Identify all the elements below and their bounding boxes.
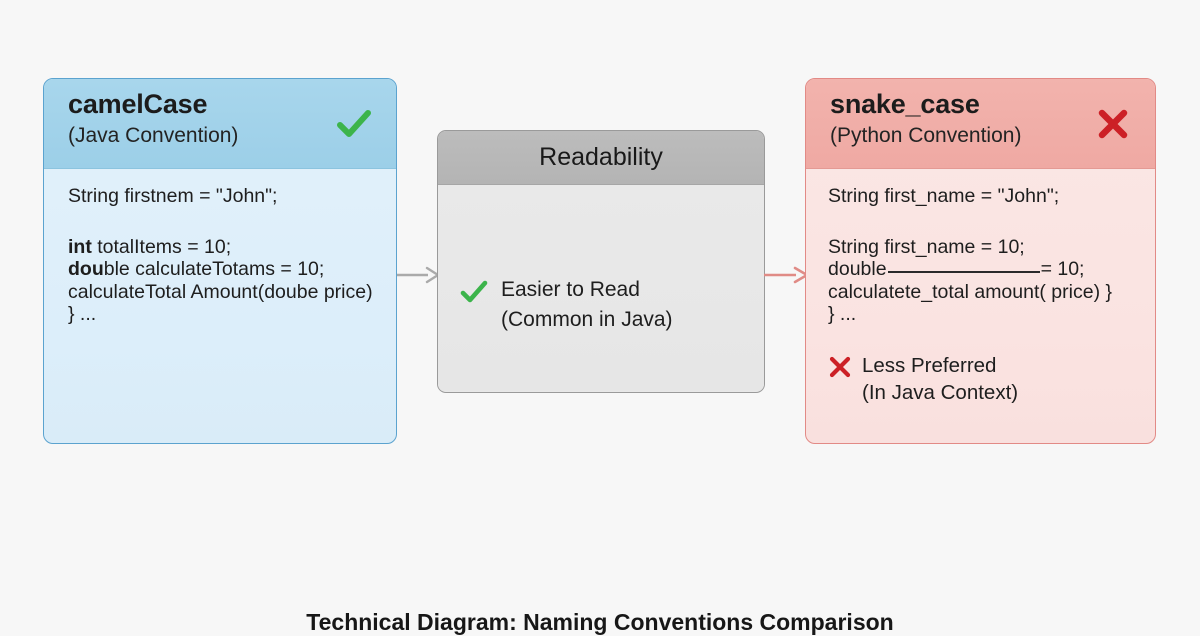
code-spacer (68, 210, 374, 238)
code-spacer (828, 210, 1137, 238)
code-prefix: double (828, 258, 887, 280)
code-line: int totalItems = 10; (68, 235, 374, 258)
camelcase-panel: camelCase (Java Convention) String first… (43, 78, 397, 444)
code-line: String firstnem = "John"; (68, 185, 278, 207)
snakecase-subtitle: (Python Convention) (830, 124, 1022, 147)
snakecase-note: Less Preferred (In Java Context) (828, 352, 1137, 407)
code-line: } ... (828, 303, 857, 325)
snakecase-note-line1: Less Preferred (862, 353, 997, 377)
readability-title: Readability (539, 143, 663, 171)
diagram-caption: Technical Diagram: Naming Conventions Co… (306, 609, 894, 635)
readability-note: Easier to Read (Common in Java) (459, 275, 673, 335)
readability-panel-header: Readability (438, 131, 764, 185)
check-icon (460, 280, 488, 303)
readability-note-text: Easier to Read (Common in Java) (501, 275, 673, 335)
readability-note-line1: Easier to Read (501, 278, 640, 301)
camelcase-code-block: String firstnem = "John"; int totalItems… (44, 169, 396, 442)
cross-icon (829, 356, 851, 377)
camelcase-panel-header: camelCase (Java Convention) (44, 79, 396, 169)
code-rest: totalItems = 10; (91, 235, 232, 258)
camelcase-subtitle: (Java Convention) (68, 124, 239, 147)
readability-panel: Readability Easier to Read (Common in Ja… (437, 130, 765, 393)
readability-note-line2: (Common in Java) (501, 307, 673, 331)
snakecase-note-line2: (In Java Context) (862, 380, 1019, 404)
code-line-blank: double = 10; (828, 258, 1137, 280)
arrow-left-to-center-icon (397, 266, 439, 284)
code-keyword: int (68, 235, 92, 258)
code-suffix: = 10; (1040, 258, 1085, 280)
code-rest: ble calculateTotams = 10; (103, 258, 325, 280)
check-icon (337, 109, 371, 137)
code-keyword: dou (68, 258, 104, 280)
snakecase-title: snake_case (830, 89, 980, 119)
code-line: String first_name = "John"; (828, 185, 1060, 207)
snakecase-note-text: Less Preferred (In Java Context) (862, 352, 1018, 407)
snakecase-code-block: String first_name = "John"; String first… (806, 169, 1155, 442)
code-line: } ... (68, 303, 97, 325)
code-line: double calculateTotams = 10; (68, 258, 374, 280)
arrow-center-to-right-icon (764, 266, 808, 284)
snakecase-panel-header: snake_case (Python Convention) (806, 79, 1155, 169)
code-line: String first_name = 10; (828, 235, 1025, 258)
code-line: calculatete_total amount( price) } (828, 280, 1112, 303)
blank-underline (887, 271, 1040, 273)
readability-panel-body: Easier to Read (Common in Java) (438, 185, 764, 391)
camelcase-title: camelCase (68, 89, 208, 119)
cross-icon (1098, 109, 1128, 138)
snakecase-panel: snake_case (Python Convention) String fi… (805, 78, 1156, 444)
code-line: calculateTotal Amount(doube price) (68, 280, 373, 303)
